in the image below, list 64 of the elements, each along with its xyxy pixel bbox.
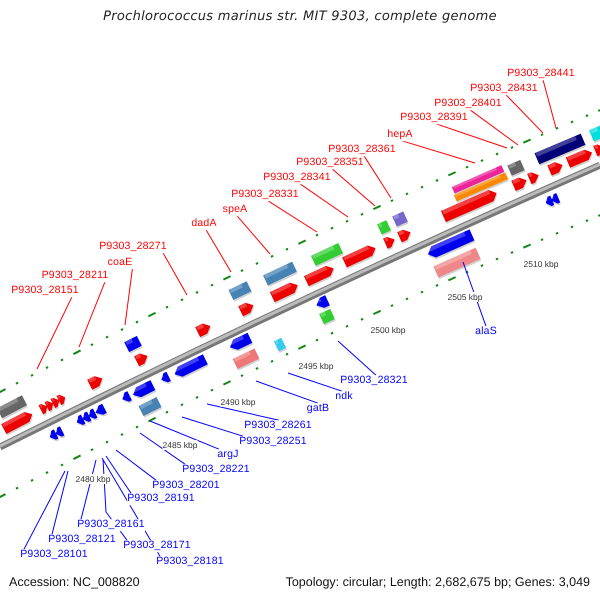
leader-line [332, 168, 376, 206]
leader-line [402, 140, 476, 164]
leader-line [470, 109, 518, 146]
gene-label: P9303_28321 [340, 375, 408, 387]
leader-line [338, 340, 376, 376]
gene-label: P9303_28431 [470, 83, 538, 95]
gene-label: P9303_28401 [434, 98, 502, 110]
gene-label: P9303_28181 [156, 556, 224, 568]
diagram-title: Prochlorococcus marinus str. MIT 9303, complete genome [102, 9, 498, 24]
gene-label: P9303_28341 [263, 172, 331, 184]
gene-label: gatB [306, 403, 330, 415]
position-label: 2480 kbp [76, 474, 110, 484]
gene-label: P9303_28151 [11, 285, 79, 297]
gene-label: P9303_28191 [127, 493, 195, 505]
leader-line [52, 470, 68, 535]
gene-label: P9303_28171 [123, 540, 191, 552]
gene-label: P9303_28441 [507, 68, 575, 80]
position-label: 2490 kbp [220, 397, 256, 407]
position-label: 2505 kbp [448, 292, 482, 302]
gene-label: dadA [191, 218, 217, 230]
gene-label: hepA [387, 129, 413, 141]
leader-line [206, 404, 280, 421]
position-label: 2500 kbp [370, 325, 406, 335]
leader-line [162, 252, 188, 296]
leader-line [182, 416, 244, 437]
position-label: 2495 kbp [298, 361, 334, 371]
leader-line [236, 215, 270, 254]
accession-number: Accession: NC_008820 [9, 575, 140, 589]
gene-label: argJ [217, 449, 239, 461]
leader-line [288, 372, 342, 392]
position-label: 2485 kbp [162, 440, 198, 450]
genome-summary: Topology: circular; Length: 2,682,675 bp; Genes: 3,049 [286, 575, 590, 589]
gene-label: P9303_28211 [42, 270, 108, 282]
gene-label: P9303_28201 [152, 480, 220, 492]
leader-line [256, 380, 318, 404]
leader-line [106, 456, 132, 494]
leader-line [140, 432, 186, 465]
leader-line [364, 155, 392, 198]
leader-line [24, 470, 66, 550]
gene-label: P9303_28161 [77, 519, 145, 531]
gene-label: P9303_28221 [182, 464, 250, 476]
leader-line [300, 183, 348, 218]
leader-line [542, 79, 556, 128]
gene-label: P9303_28121 [48, 534, 116, 546]
leader-line [506, 94, 544, 134]
gene-label: P9303_28261 [244, 420, 312, 432]
gene-label: P9303_28101 [20, 549, 88, 561]
gene-label: P9303_28251 [239, 436, 307, 448]
gene-label: P9303_28391 [400, 112, 468, 124]
leader-line [436, 123, 508, 148]
leader-line [116, 450, 156, 481]
leader-line [268, 200, 318, 232]
leader-line [36, 296, 72, 370]
gene-label: speA [222, 204, 248, 216]
leader-line [124, 268, 133, 326]
gene-label: P9303_28271 [99, 241, 167, 253]
leader-line [206, 229, 232, 272]
leader-line [78, 281, 106, 348]
leader-line [150, 420, 220, 450]
gene-label: P9303_28331 [231, 189, 299, 201]
position-label: 2510 kbp [524, 259, 558, 269]
gene-label: P9303_28351 [296, 157, 364, 169]
gene-label: coaE [108, 257, 132, 269]
gene-label: P9303_28361 [328, 144, 396, 156]
